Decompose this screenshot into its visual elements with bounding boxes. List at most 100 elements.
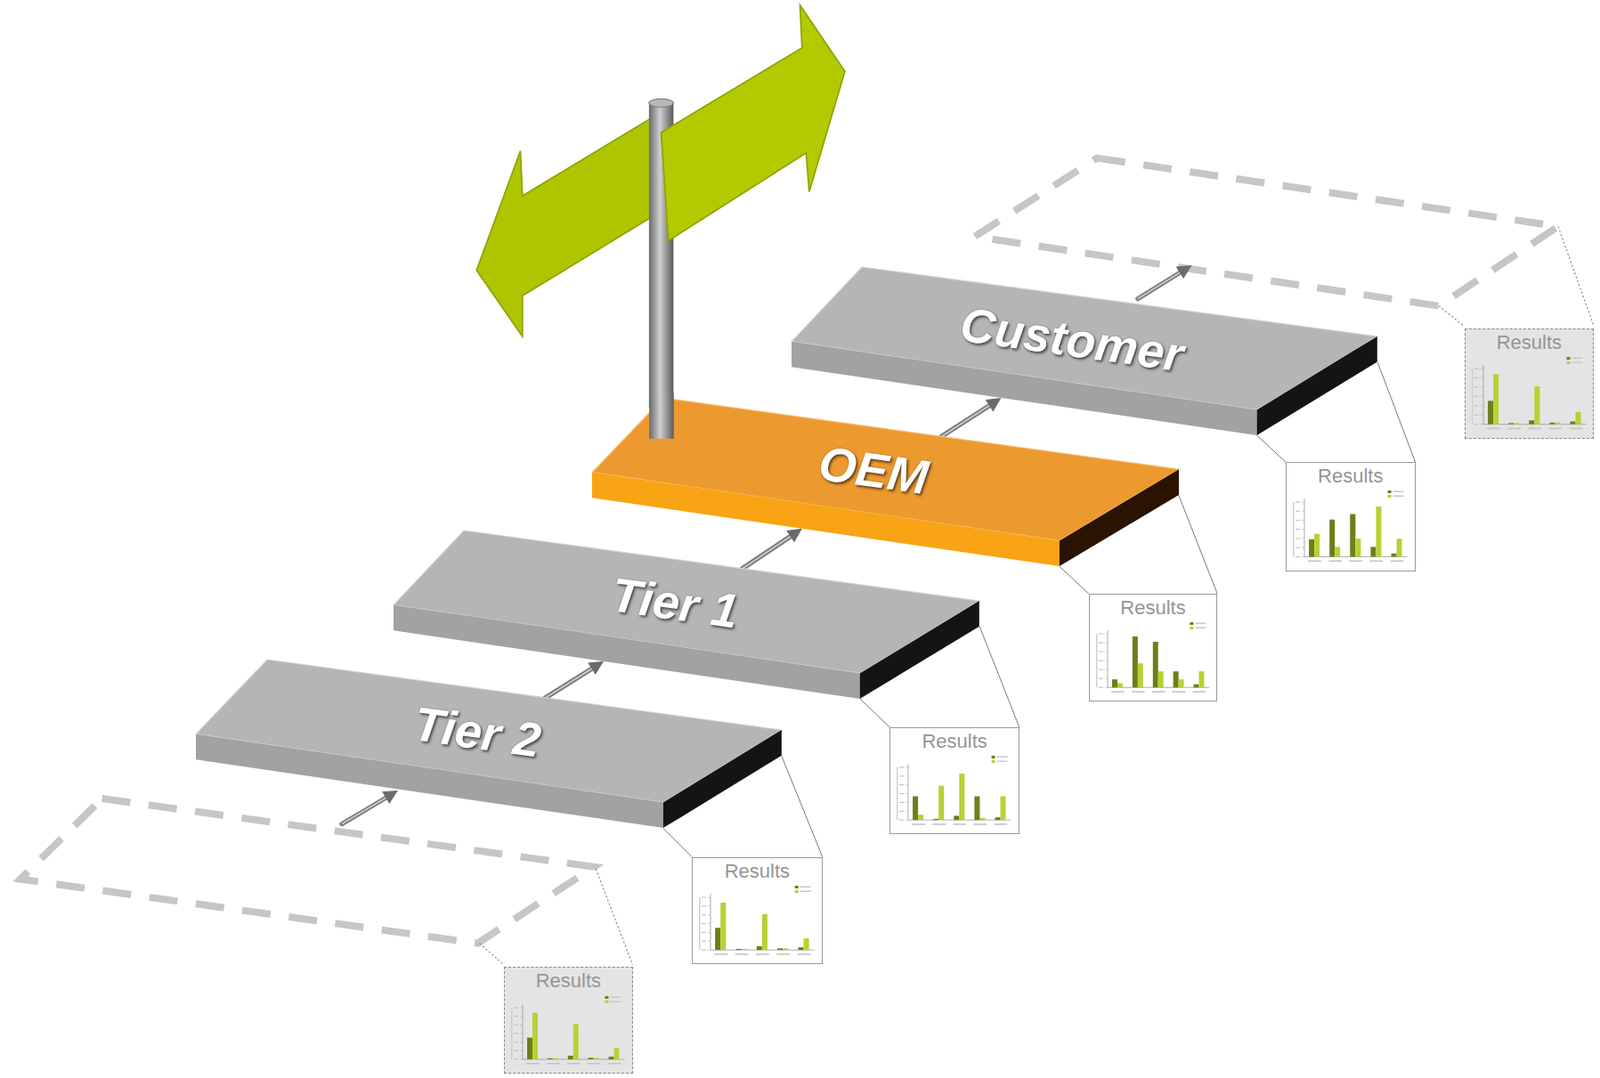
chart-tick: [905, 811, 909, 813]
legend-mark: [997, 756, 1008, 759]
tick-mark: [899, 767, 904, 769]
tick-mark: [1295, 547, 1300, 549]
chart-tick: [1104, 669, 1108, 671]
chart-tick: [707, 941, 711, 943]
flow-arrow: [1137, 270, 1185, 300]
chart-bar: [1334, 547, 1341, 558]
arrow-head: [1176, 265, 1193, 279]
chart-bar: [1329, 519, 1335, 558]
category-mark: [1527, 428, 1542, 431]
chain-platform: Tier 2: [195, 659, 782, 829]
tick-mark: [1098, 651, 1104, 653]
legend-mark: [610, 996, 622, 999]
chart-tick: [905, 802, 909, 804]
chart-bar: [573, 1023, 579, 1059]
category-mark: [1111, 690, 1125, 693]
tick-mark: [1098, 678, 1104, 680]
results-panel: Results: [691, 857, 823, 965]
tick-mark: [899, 793, 904, 795]
chart-tick: [1104, 633, 1108, 635]
chart-bar: [995, 817, 1001, 821]
tick-mark: [1474, 396, 1479, 398]
chart-bar: [959, 773, 966, 821]
chart-axis: [522, 1004, 524, 1060]
chart-tick: [519, 1015, 523, 1017]
tick-mark: [1474, 423, 1479, 425]
chart-tick: [1480, 423, 1484, 425]
chart-bar: [954, 816, 960, 821]
category-mark: [1486, 428, 1501, 431]
leader-line: [1558, 226, 1594, 326]
chart-bar: [552, 1057, 559, 1059]
tick-mark: [1474, 368, 1479, 370]
tick-mark: [899, 820, 904, 821]
category-mark: [1307, 560, 1322, 563]
chart-bar: [720, 902, 726, 951]
chart-tick: [1301, 519, 1305, 521]
chart-bar: [609, 1056, 615, 1060]
results-panel: Results: [1285, 462, 1416, 572]
legend-swatch: [795, 890, 799, 894]
chart-bar: [1575, 412, 1581, 425]
results-panel: Results: [503, 966, 633, 1073]
tick-mark: [1295, 528, 1300, 530]
chart-tick: [1104, 651, 1108, 653]
legend-swatch: [795, 885, 799, 889]
chart-tick: [905, 767, 909, 769]
tick-mark: [513, 1007, 519, 1008]
tick-mark: [1474, 405, 1479, 407]
chart-tick: [519, 1023, 523, 1025]
category-mark: [912, 823, 926, 826]
chart-bar: [1198, 671, 1204, 688]
arrow-shaft: [941, 405, 991, 438]
legend-swatch: [1566, 361, 1570, 365]
chart-bar: [568, 1055, 574, 1060]
chart-tick: [707, 905, 711, 907]
chart-bar: [939, 786, 945, 821]
chart-tick: [1104, 642, 1108, 644]
sign-arrow: [476, 112, 661, 337]
chart-bar: [762, 914, 768, 951]
chart-bar: [756, 946, 763, 951]
chart-bar: [1487, 400, 1494, 424]
chart-bar: [1349, 514, 1356, 558]
tick-mark: [513, 1049, 519, 1051]
category-mark: [1152, 690, 1166, 693]
chart-tick: [1480, 387, 1484, 389]
chart-bar: [1314, 534, 1320, 558]
category-mark: [714, 953, 728, 956]
tick-mark: [1098, 669, 1104, 671]
axis-title-mark: [1471, 368, 1474, 425]
category-mark: [994, 823, 1008, 826]
arrow-highlight: [544, 667, 593, 699]
tick-mark: [701, 914, 707, 916]
tick-mark: [1474, 414, 1479, 416]
chart-tick: [1301, 511, 1305, 512]
legend-swatch: [605, 996, 610, 999]
flow-arrow: [1137, 270, 1185, 300]
tick-mark: [1295, 556, 1300, 558]
chart-tick: [1480, 368, 1484, 370]
tick-mark: [513, 1058, 519, 1060]
axis-title-mark: [1096, 633, 1098, 688]
chart-bar: [527, 1037, 533, 1059]
chart-bar: [980, 818, 986, 821]
chart-tick: [707, 896, 711, 898]
category-mark: [567, 1063, 581, 1065]
category-mark: [608, 1063, 622, 1065]
chart-tick: [519, 1032, 523, 1034]
category-mark: [587, 1063, 602, 1065]
chart-bar: [588, 1057, 594, 1060]
bar-chart: [508, 995, 628, 1071]
tick-mark: [513, 1023, 519, 1025]
legend-mark: [1393, 491, 1405, 494]
chart-tick: [905, 820, 909, 821]
panel-title: Results: [1465, 332, 1594, 354]
results-panel: Results: [1088, 593, 1218, 702]
tick-mark: [899, 784, 904, 786]
arrow-shaft: [742, 536, 792, 569]
tick-mark: [701, 932, 707, 934]
connector: [941, 397, 1001, 437]
chart-tick: [519, 1007, 523, 1008]
